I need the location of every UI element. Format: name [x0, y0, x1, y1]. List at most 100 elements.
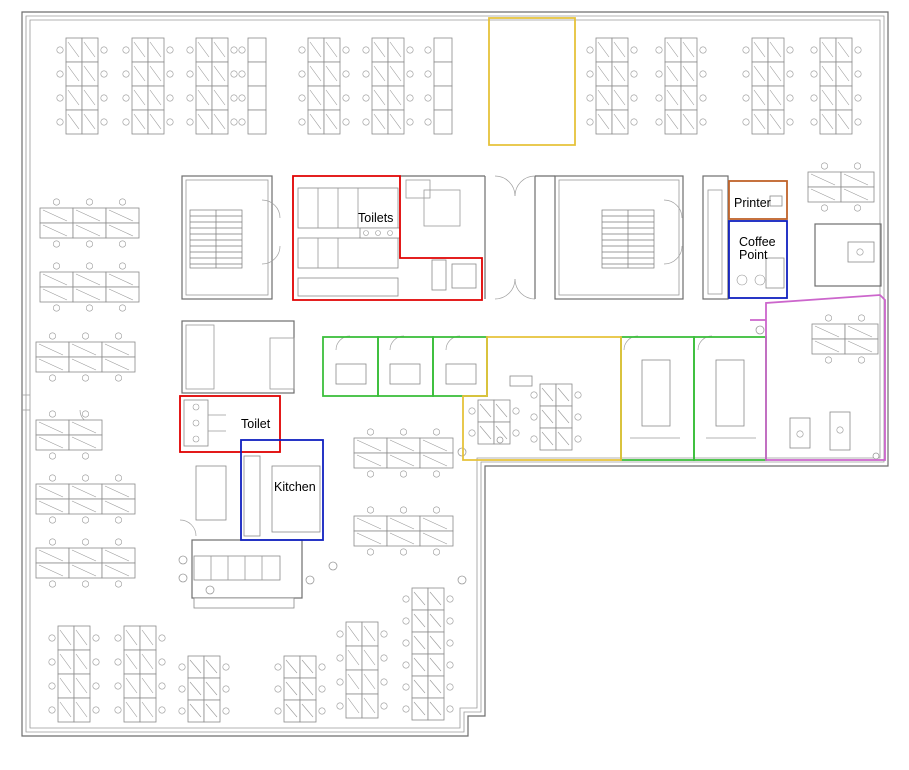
desk: [68, 483, 103, 500]
chair: [399, 548, 407, 556]
desk: [353, 530, 388, 547]
desk-mark: [541, 431, 554, 446]
chair: [399, 506, 407, 514]
chair: [274, 685, 282, 693]
chair: [166, 94, 174, 102]
chair: [48, 374, 56, 382]
chair: [362, 46, 370, 54]
desk-mark: [213, 89, 226, 106]
desk-mark: [309, 65, 322, 82]
coffee-label-line1: Coffee: [739, 235, 776, 249]
desk-mark: [108, 273, 134, 286]
desk: [101, 483, 136, 500]
chair: [586, 46, 594, 54]
desk: [105, 286, 140, 303]
chair: [318, 685, 326, 693]
chair: [186, 118, 194, 126]
desk-mark: [133, 41, 146, 58]
chair: [857, 314, 865, 322]
chair: [446, 661, 454, 669]
desk-mark: [104, 500, 130, 513]
chair: [630, 46, 638, 54]
desk: [840, 171, 875, 188]
desk-mark: [753, 113, 766, 130]
desk-mark: [189, 703, 202, 718]
chair: [655, 70, 663, 78]
desk: [72, 286, 107, 303]
desk-mark: [205, 681, 218, 696]
desk: [247, 61, 267, 87]
chair: [786, 70, 794, 78]
desk: [353, 437, 388, 454]
desk-mark: [205, 703, 218, 718]
chair: [857, 356, 865, 364]
chair: [786, 46, 794, 54]
desk-mark: [309, 41, 322, 58]
chair: [114, 682, 122, 690]
desk-mark: [325, 89, 338, 106]
desk-mark: [285, 703, 298, 718]
desk-mark: [557, 431, 570, 446]
chair: [366, 428, 374, 436]
desk-mark: [495, 403, 508, 418]
toilets-label: Toilets: [358, 211, 393, 225]
desk-mark: [356, 517, 382, 530]
desk-mark: [104, 564, 130, 577]
desk-mark: [413, 635, 426, 650]
chair: [446, 639, 454, 647]
desk-mark: [133, 65, 146, 82]
chair: [318, 663, 326, 671]
desk-mark: [75, 677, 88, 694]
desk-mark: [356, 439, 382, 452]
chair: [336, 702, 344, 710]
desk: [105, 207, 140, 224]
chair: [48, 538, 56, 546]
chair: [119, 240, 127, 248]
desk-mark: [285, 659, 298, 674]
desk-mark: [389, 113, 402, 130]
desk-mark: [104, 343, 130, 356]
desk-mark: [814, 325, 840, 338]
desk-mark: [597, 41, 610, 58]
chair: [699, 46, 707, 54]
desk-mark: [666, 41, 679, 58]
desk-mark: [541, 409, 554, 424]
desk-mark: [837, 65, 850, 82]
desk: [35, 419, 70, 436]
desk-mark: [104, 485, 130, 498]
coffee-point-zone-outline: [728, 220, 788, 299]
chair: [86, 198, 94, 206]
desk: [807, 171, 842, 188]
desk-mark: [363, 673, 376, 690]
chair: [362, 118, 370, 126]
chair: [48, 410, 56, 418]
chair: [115, 580, 123, 588]
desk-mark: [75, 273, 101, 286]
desk: [386, 530, 421, 547]
chair: [222, 663, 230, 671]
desk-mark: [422, 439, 448, 452]
desk-mark: [363, 625, 376, 642]
desk-mark: [38, 358, 64, 371]
chair: [586, 118, 594, 126]
desk: [68, 434, 103, 451]
desk-mark: [373, 113, 386, 130]
chair: [574, 413, 582, 421]
desk: [35, 547, 70, 564]
chair: [699, 94, 707, 102]
chair: [399, 428, 407, 436]
chair: [824, 314, 832, 322]
desk-mark: [389, 439, 415, 452]
chair: [402, 617, 410, 625]
chair: [366, 470, 374, 478]
desk-mark: [356, 454, 382, 467]
chair: [100, 94, 108, 102]
desk-mark: [71, 343, 97, 356]
chair: [238, 46, 246, 54]
desk-mark: [495, 425, 508, 440]
chair: [115, 332, 123, 340]
chair: [48, 452, 56, 460]
desk-mark: [422, 517, 448, 530]
chair: [158, 634, 166, 642]
chair: [186, 70, 194, 78]
